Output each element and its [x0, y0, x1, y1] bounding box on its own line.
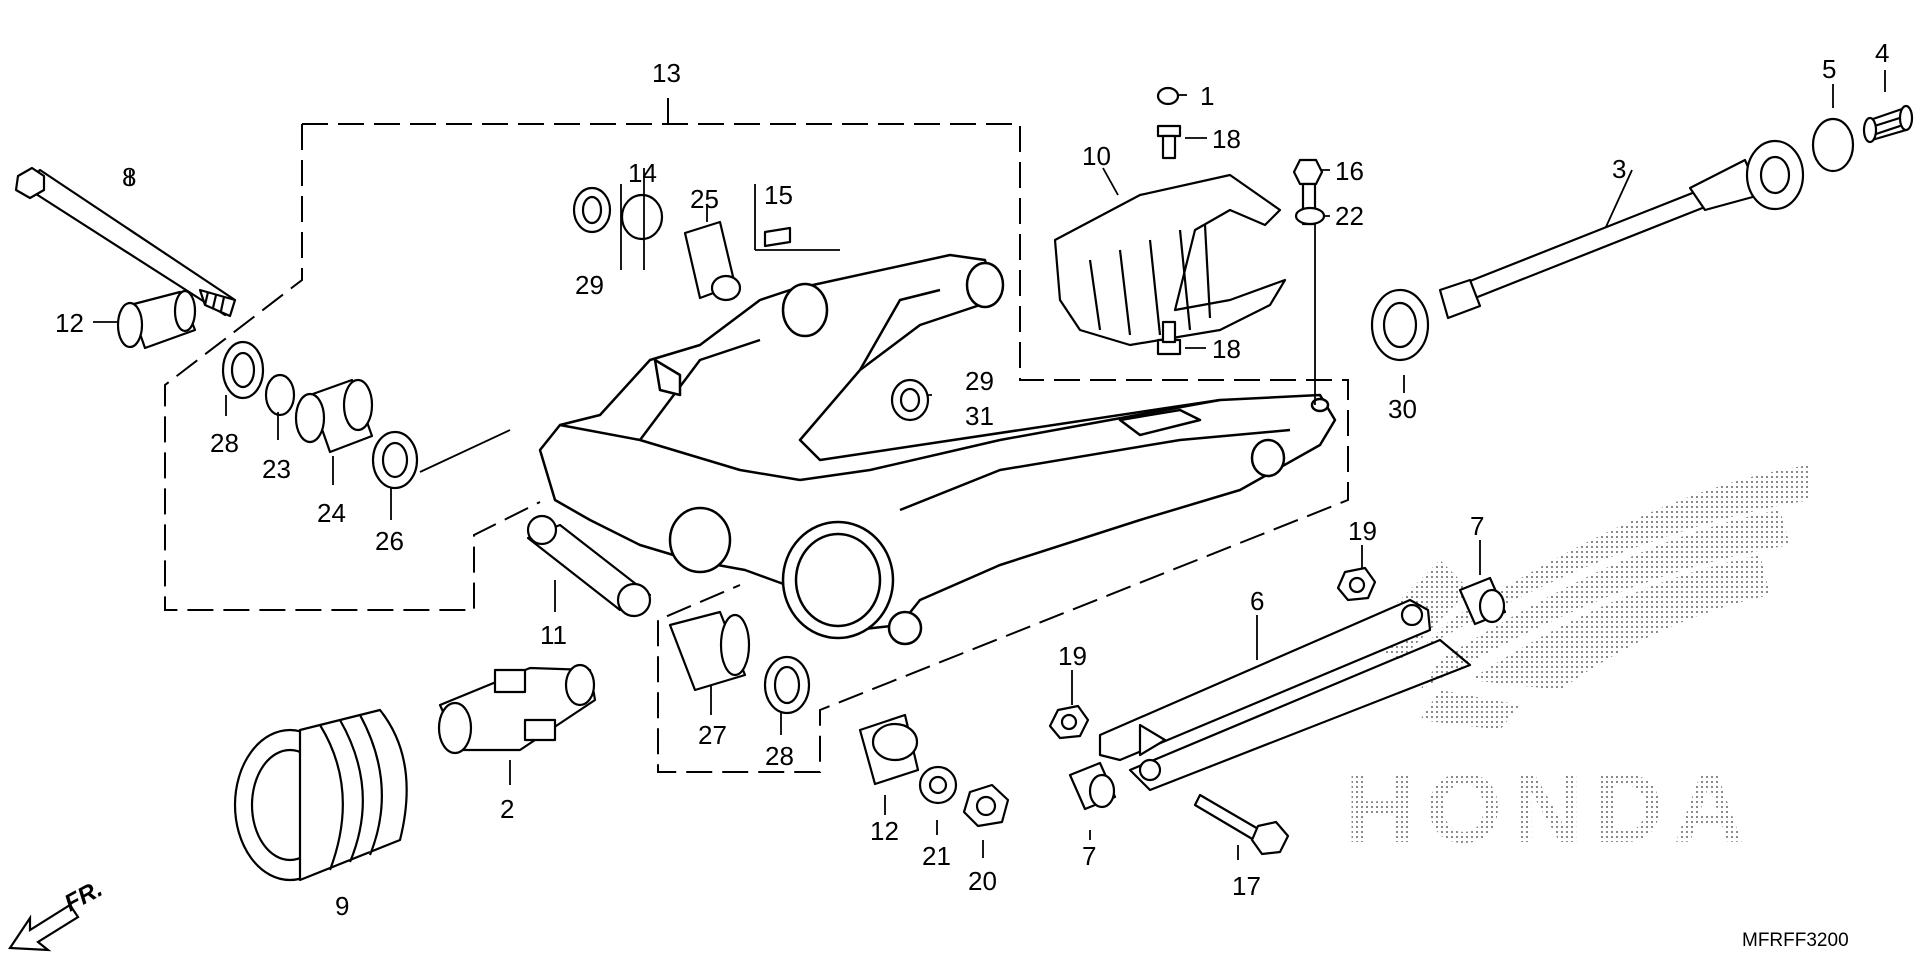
torque-rod — [1098, 598, 1472, 792]
nut-19-left — [1048, 704, 1090, 740]
parts — [14, 86, 1914, 882]
callout-10: 10 — [1082, 141, 1111, 171]
callout-26: 26 — [375, 526, 404, 556]
pivot-bolt — [14, 166, 237, 318]
callout-labels: 1 2 3 4 5 6 7 7 8 9 10 11 12 12 13 14 15… — [55, 38, 1889, 921]
callout-31: 31 — [965, 401, 994, 431]
bolt-17 — [1193, 793, 1290, 856]
collar-7-right — [1458, 576, 1507, 626]
callout-4: 4 — [1875, 38, 1889, 68]
callout-13: 13 — [652, 58, 681, 88]
bolt-18-bottom — [1156, 320, 1182, 356]
group-13-outline — [164, 92, 1349, 773]
callout-29-upper: 29 — [575, 270, 604, 300]
nut-19-right — [1336, 566, 1377, 602]
honda-watermark-text: HONDA — [1345, 753, 1754, 863]
chain-guard-10 — [1053, 173, 1287, 347]
callout-21: 21 — [922, 841, 951, 871]
front-direction-arrow-icon — [8, 903, 80, 952]
washer-22 — [1294, 206, 1326, 226]
pivot-collar-11 — [526, 514, 652, 618]
callout-22: 22 — [1335, 201, 1364, 231]
damper-25 — [683, 220, 742, 302]
drive-shaft — [1438, 139, 1805, 320]
nut-20 — [962, 783, 1010, 828]
callout-19-lower: 19 — [1058, 641, 1087, 671]
callout-23: 23 — [262, 454, 291, 484]
callout-28-right: 28 — [765, 741, 794, 771]
callout-11: 11 — [540, 620, 567, 650]
callout-19-upper: 19 — [1348, 516, 1377, 546]
diagram-code: MFRFF3200 — [1742, 930, 1849, 951]
bearing-27 — [668, 610, 751, 692]
callout-20: 20 — [968, 866, 997, 896]
callout-14: 14 — [628, 158, 657, 188]
washer-21 — [918, 765, 958, 805]
spring-4 — [1862, 104, 1914, 144]
callout-8: 8 — [122, 162, 136, 192]
callout-7-upper: 7 — [1470, 511, 1484, 541]
needle-bearing — [294, 378, 374, 454]
bearing-seal-26 — [371, 430, 419, 490]
callout-28-left: 28 — [210, 428, 239, 458]
callout-30: 30 — [1388, 394, 1417, 424]
cap-1 — [1156, 86, 1180, 106]
callout-3: 3 — [1612, 154, 1626, 184]
callout-15: 15 — [764, 180, 793, 210]
seal-29-31 — [890, 378, 930, 422]
callout-16: 16 — [1335, 156, 1364, 186]
collar-left — [116, 289, 197, 350]
seal-right — [763, 655, 811, 715]
collar-right — [858, 713, 920, 786]
bolt-18-top — [1156, 124, 1182, 160]
honda-wing-watermark — [1360, 465, 1810, 730]
callout-18-top: 18 — [1212, 124, 1241, 154]
callout-24: 24 — [317, 498, 346, 528]
callout-12-left: 12 — [55, 308, 84, 338]
callout-9: 9 — [335, 891, 349, 921]
swingarm — [538, 253, 1337, 646]
callout-1: 1 — [1200, 81, 1214, 111]
universal-joint — [437, 663, 597, 755]
callout-27: 27 — [698, 720, 727, 750]
oil-seal-30 — [1370, 288, 1430, 362]
callout-12-right: 12 — [870, 816, 899, 846]
callout-6: 6 — [1250, 586, 1264, 616]
callout-25: 25 — [690, 184, 719, 214]
seal-left — [221, 340, 265, 400]
circlip — [264, 373, 296, 417]
seal-29-top — [572, 186, 612, 234]
circlip-14 — [620, 193, 664, 241]
rubber-boot — [233, 708, 408, 882]
callout-29-middle: 29 — [965, 366, 994, 396]
key-15 — [763, 226, 792, 248]
callout-7-lower: 7 — [1082, 841, 1096, 871]
callout-2: 2 — [500, 794, 514, 824]
circlip-5 — [1811, 117, 1855, 173]
callout-5: 5 — [1822, 54, 1836, 84]
callout-17: 17 — [1232, 871, 1261, 901]
callout-18-bottom: 18 — [1212, 334, 1241, 364]
collar-7-left — [1068, 761, 1117, 811]
